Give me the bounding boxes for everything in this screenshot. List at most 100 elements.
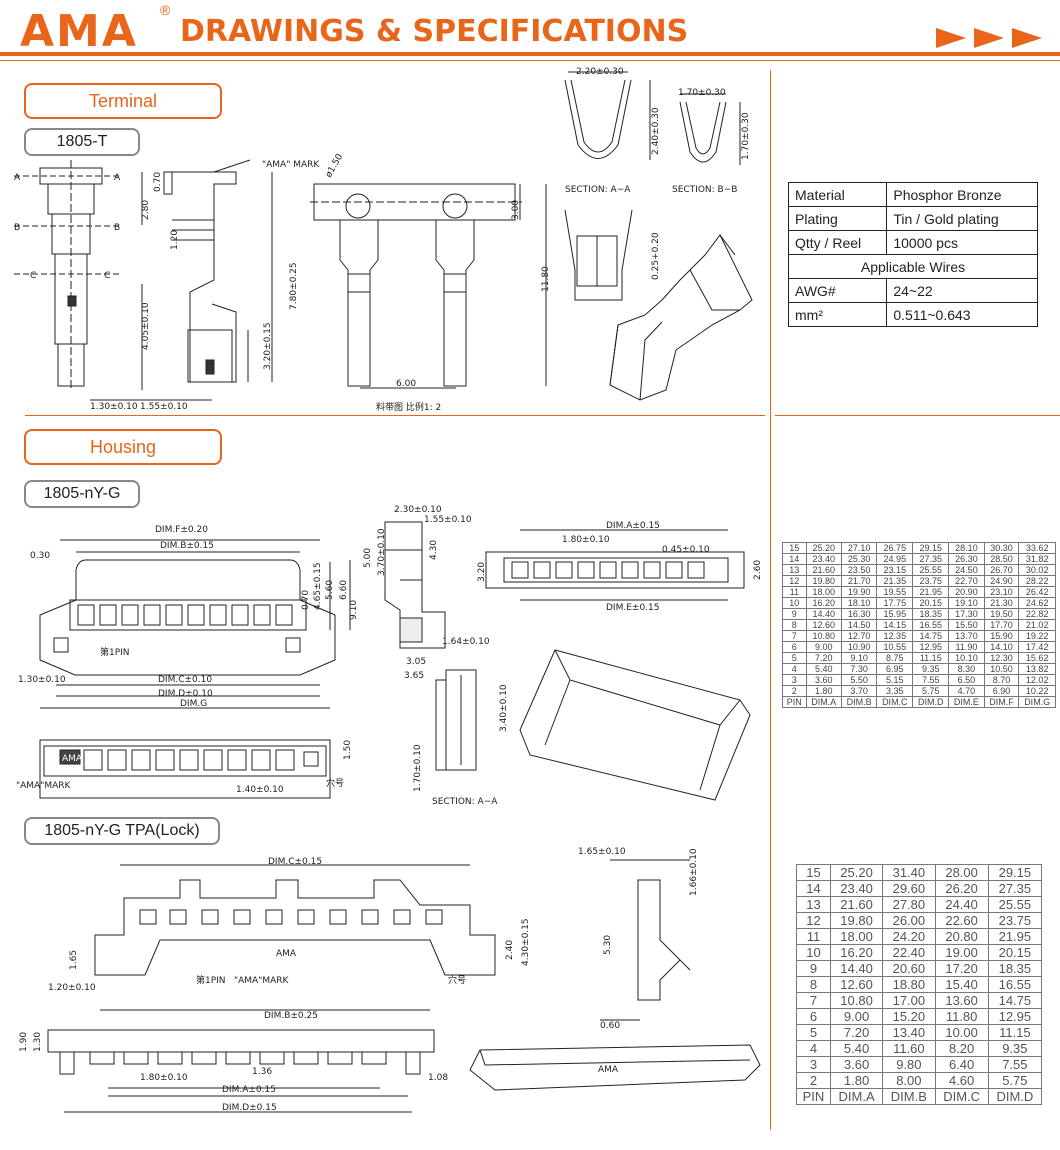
registered-mark: ® — [160, 2, 171, 18]
section-divider — [25, 415, 765, 416]
table-header-cell: DIM.B — [882, 1088, 936, 1105]
dim-label: DIM.C±0.10 — [158, 675, 212, 685]
table-cell: 21.30 — [983, 597, 1020, 609]
table-cell: 14.75 — [912, 630, 950, 642]
table-cell: 19.80 — [805, 575, 842, 587]
dim-label: DIM.E±0.15 — [606, 603, 659, 613]
table-cell: 18.00 — [805, 586, 842, 598]
table-cell: 21.70 — [840, 575, 878, 587]
table-cell: 25.30 — [840, 553, 878, 565]
table-cell: 23.75 — [987, 912, 1043, 929]
table-cell: 6 — [782, 641, 807, 653]
table-cell: 26.70 — [983, 564, 1020, 576]
section-bb-label: SECTION: B−B — [672, 185, 737, 195]
table-cell: 24.50 — [948, 564, 985, 576]
arrow-decoration — [928, 28, 1042, 48]
table-cell: 9.10 — [840, 652, 878, 664]
table-cell: 23.10 — [983, 586, 1020, 598]
table-cell: 20.15 — [987, 944, 1043, 961]
dim-label: 2.40 — [505, 940, 515, 960]
table-cell: 4 — [796, 1040, 831, 1057]
table-cell: 9.35 — [987, 1040, 1043, 1057]
table-cell: 24.62 — [1018, 597, 1056, 609]
housing-drawing: DIM.F±0.20 DIM.B±0.15 0.30 0.70 4.65±0.1… — [16, 505, 763, 807]
dim-label: 1.08 — [428, 1073, 448, 1083]
table-cell: 14.50 — [840, 619, 878, 631]
table-cell: 21.02 — [1018, 619, 1056, 631]
dim-label: 1.70±0.10 — [413, 744, 423, 792]
table-cell: 4.60 — [934, 1072, 989, 1089]
table-cell: 30.02 — [1018, 564, 1056, 576]
table-cell: 12.95 — [912, 641, 950, 653]
table-cell: 10.80 — [805, 630, 842, 642]
table-cell: 13.60 — [934, 992, 989, 1009]
table-cell: 10.22 — [1018, 685, 1056, 697]
dim-label: 2.60 — [753, 560, 763, 580]
dim-label: DIM.A±0.15 — [222, 1085, 276, 1095]
table-cell: 26.42 — [1018, 586, 1056, 598]
dim-label: 4.05±0.10 — [141, 302, 151, 350]
header-rule — [0, 52, 1060, 56]
table-cell: 20.90 — [948, 586, 985, 598]
table-cell: 29.60 — [882, 880, 936, 897]
table-cell: 27.10 — [840, 542, 878, 554]
dim-label: DIM.A±0.15 — [606, 521, 660, 531]
hole-no-label: 穴号 — [448, 974, 466, 986]
table-cell: 5.15 — [876, 674, 914, 686]
hole-no-label: 穴号 — [326, 777, 344, 789]
dim-label: 3.65 — [404, 671, 424, 681]
dim-label: 1.90 — [19, 1032, 29, 1052]
dim-label: 1.55±0.10 — [424, 515, 472, 525]
table-cell: 3.70 — [840, 685, 878, 697]
table-cell: 17.00 — [882, 992, 936, 1009]
scale-note: 料带图 比例1: 2 — [376, 401, 441, 413]
section-label-housing: Housing — [24, 429, 222, 465]
table-cell: 7.55 — [912, 674, 950, 686]
table-cell: 13.82 — [1018, 663, 1056, 675]
table-cell: 21.35 — [876, 575, 914, 587]
page-title: DRAWINGS & SPECIFICATIONS — [180, 14, 689, 49]
table-cell: 10.00 — [934, 1024, 989, 1041]
table-cell: 8 — [796, 976, 831, 993]
table-cell: 15 — [782, 542, 807, 554]
ama-mark-label: "AMA"MARK — [16, 781, 72, 791]
table-cell: 7.30 — [840, 663, 878, 675]
dim-label: 3.70±0.10 — [377, 528, 387, 576]
spec-value: 10000 pcs — [886, 230, 1038, 255]
table-cell: 26.20 — [934, 880, 989, 897]
table-cell: 5.50 — [840, 674, 878, 686]
table-cell: 11.15 — [912, 652, 950, 664]
table-header-cell: PIN — [796, 1088, 831, 1105]
table-cell: 12.35 — [876, 630, 914, 642]
table-cell: 23.75 — [912, 575, 950, 587]
table-cell: 22.70 — [948, 575, 985, 587]
table-cell: 31.40 — [882, 864, 936, 881]
dim-label: 6.60 — [339, 580, 349, 600]
table-cell: 28.50 — [983, 553, 1020, 565]
dim-label: 0.45±0.10 — [662, 545, 710, 555]
table-cell: 6.50 — [948, 674, 985, 686]
dim-label: 3.40±0.10 — [499, 684, 509, 732]
dim-label: 4.30±0.15 — [521, 918, 531, 966]
section-aa-label: SECTION: A−A — [565, 185, 631, 195]
dim-label: 4.65±0.15 — [313, 562, 323, 610]
table-cell: 25.20 — [805, 542, 842, 554]
table-cell: 15.95 — [876, 608, 914, 620]
dim-label: 1.80±0.10 — [562, 535, 610, 545]
table-header-cell: DIM.G — [1018, 696, 1056, 708]
spec-label: AWG# — [787, 278, 888, 303]
table-cell: 30.30 — [983, 542, 1020, 554]
table-cell: 10.90 — [840, 641, 878, 653]
table-cell: 12.02 — [1018, 674, 1056, 686]
table-cell: 28.00 — [934, 864, 989, 881]
table-cell: 25.55 — [912, 564, 950, 576]
part-label-tpa: 1805-nY-G TPA(Lock) — [24, 817, 220, 845]
